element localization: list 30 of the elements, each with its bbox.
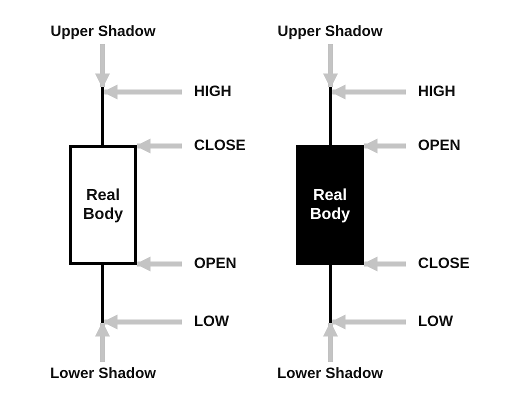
candle-body: Real Body (69, 145, 137, 265)
leader-arrow (136, 138, 182, 154)
leader-arrow (102, 314, 182, 330)
callout-label: HIGH (418, 82, 488, 102)
callout-label: Lower Shadow (275, 364, 385, 384)
callout-label: HIGH (194, 82, 264, 102)
candle-body: Real Body (296, 145, 364, 265)
callout-label: CLOSE (194, 136, 274, 156)
leader-arrow (95, 322, 110, 362)
leader-arrow (102, 84, 182, 100)
callout-label: CLOSE (418, 254, 498, 274)
callout-label: OPEN (194, 254, 274, 274)
callout-label: LOW (194, 312, 264, 332)
candle-wick (329, 87, 332, 145)
leader-arrow (323, 44, 338, 88)
candle-wick (101, 87, 104, 145)
callout-label: Upper Shadow (275, 22, 385, 42)
callout-label: LOW (418, 312, 488, 332)
candle-wick (329, 265, 332, 323)
leader-arrow (330, 84, 406, 100)
leader-arrow (323, 322, 338, 362)
leader-arrow (362, 256, 406, 272)
callout-label: Upper Shadow (48, 22, 158, 42)
candle-wick (101, 265, 104, 323)
leader-arrow (362, 138, 406, 154)
leader-arrow (95, 44, 110, 88)
callout-label: OPEN (418, 136, 498, 156)
leader-arrow (330, 314, 406, 330)
callout-label: Lower Shadow (48, 364, 158, 384)
leader-arrow (136, 256, 182, 272)
